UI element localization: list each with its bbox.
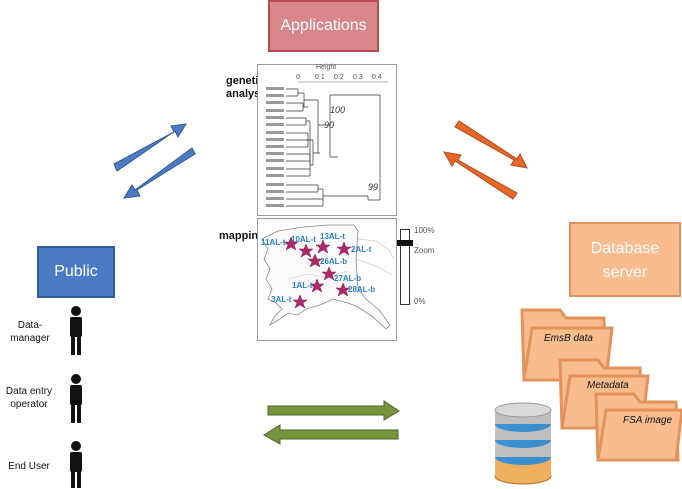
map-panel: 11AL-t 10AL-t 13AL-t 2AL-t 26AL-b 27AL-b…	[257, 218, 397, 341]
dendrogram-axis-title: Height	[316, 64, 337, 71]
data-entry-operator-person-icon	[70, 374, 82, 423]
orange-arrow-right	[454, 120, 528, 169]
green-arrow-right	[267, 400, 400, 421]
site-star-13AL-t	[315, 239, 331, 254]
database-server-box: Database server	[569, 222, 681, 297]
site-label: 1AL-t	[292, 281, 313, 290]
database-icon	[494, 402, 552, 485]
dendrogram-tree	[266, 81, 388, 207]
user-label-data-entry-operator: Data entry operator	[5, 386, 53, 410]
user-figures	[70, 306, 82, 488]
site-star-3AL-t	[292, 294, 308, 309]
end-user-person-icon	[70, 441, 82, 488]
folder-icon-fsa-image	[594, 392, 682, 462]
bootstrap-value: 100	[330, 105, 346, 115]
site-star-11AL-t	[283, 236, 299, 251]
site-star-10AL-t	[298, 243, 314, 258]
site-label: 27AL-b	[334, 274, 362, 283]
site-label: 3AL-t	[271, 295, 292, 304]
site-star-2AL-t	[336, 241, 352, 256]
folder-label-fsa-image: FSA image	[623, 415, 673, 426]
zoom-bottom-label: 0%	[414, 297, 426, 306]
green-arrow-left	[263, 424, 399, 445]
applications-box: Applications	[268, 0, 379, 52]
database-title-line2: server	[602, 263, 648, 281]
public-title: Public	[54, 263, 98, 280]
site-label: 11AL-t	[261, 238, 286, 247]
axis-tick: 0.1	[315, 74, 325, 81]
axis-tick: 0.2	[334, 74, 344, 81]
zoom-slider-handle[interactable]	[397, 240, 413, 247]
database-title-line1: Database	[590, 239, 660, 257]
data-manager-person-icon	[70, 306, 82, 355]
orange-arrow-left	[443, 151, 518, 200]
applications-title: Applications	[280, 17, 367, 34]
site-label: 26AL-b	[320, 257, 348, 266]
folder-label-metadata: Metadata	[587, 380, 629, 391]
folders-graphic	[520, 308, 682, 462]
alaska-map	[261, 224, 395, 330]
blue-arrow-up	[113, 123, 187, 172]
user-label-end-user: End User	[8, 461, 50, 472]
bootstrap-value: 99	[368, 182, 379, 192]
site-label: 10AL-t	[291, 235, 316, 244]
axis-tick: 0	[296, 74, 300, 81]
dendrogram-panel: Height 0 0.1 0.2 0.3 0.4 100 90 99	[257, 64, 397, 216]
axis-tick: 0.4	[372, 74, 382, 81]
zoom-slider-track[interactable]	[397, 229, 413, 305]
site-label: 28AL-b	[348, 285, 376, 294]
folder-label-emsb: EmsB data	[544, 333, 593, 344]
site-star-28AL-b	[335, 282, 351, 297]
public-box: Public	[37, 246, 115, 298]
zoom-label: Zoom	[414, 246, 435, 255]
site-star-1AL-t	[309, 278, 325, 293]
mapping-label: mapping	[219, 230, 265, 242]
axis-tick: 0.3	[353, 74, 363, 81]
site-star-27AL-b	[321, 266, 337, 281]
blue-arrow-down	[123, 147, 196, 199]
site-label: 2AL-t	[351, 245, 372, 254]
bootstrap-value: 90	[324, 120, 335, 130]
site-label: 13AL-t	[320, 232, 345, 241]
site-star-26AL-b	[307, 253, 323, 268]
user-label-data-manager: Data- manager	[10, 320, 50, 344]
zoom-top-label: 100%	[414, 226, 435, 235]
